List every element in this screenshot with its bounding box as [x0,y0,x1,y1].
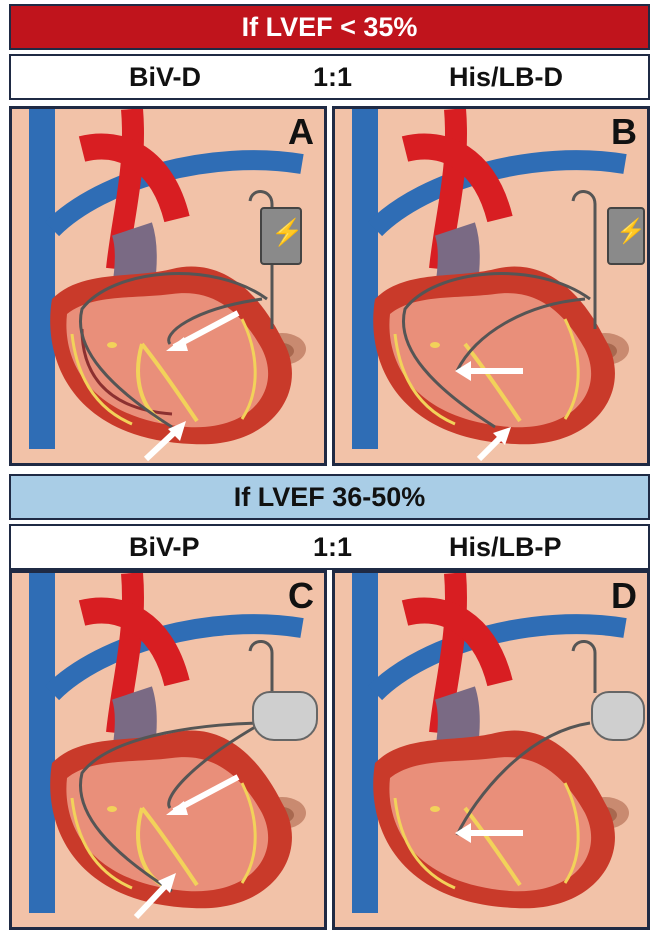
arrow-icon [475,425,515,463]
lvef-low-header: If LVEF < 35% [9,4,650,50]
his-lb-p-label: His/LB-P [449,532,562,563]
biv-d-label: BiV-D [129,62,201,93]
arrow-icon [453,359,525,383]
arrow-icon [162,309,242,355]
top-label-row: BiV-D 1:1 His/LB-D [9,54,650,100]
lightning-icon: ⚡ [271,217,303,248]
lvef-low-header-text: If LVEF < 35% [242,12,418,43]
lvef-mid-header: If LVEF 36-50% [9,474,650,520]
bottom-ratio-label: 1:1 [313,532,352,563]
heart-illustration-a [12,109,324,463]
pacemaker-icon [252,691,318,741]
panel-letter-a: A [288,111,314,153]
panel-b: ⚡ B [332,106,650,466]
arrow-icon [453,821,525,845]
lvef-mid-header-text: If LVEF 36-50% [234,482,426,513]
panel-d: D [332,570,650,930]
heart-illustration-d [335,573,647,927]
panel-letter-b: B [611,111,637,153]
arrow-icon [132,871,182,921]
top-ratio-label: 1:1 [313,62,352,93]
defibrillator-device: ⚡ [260,207,302,265]
panel-c: C [9,570,327,930]
bottom-label-row: BiV-P 1:1 His/LB-P [9,524,650,570]
biv-p-label: BiV-P [129,532,200,563]
his-lb-d-label: His/LB-D [449,62,563,93]
pacemaker-icon [591,691,645,741]
defibrillator-device: ⚡ [607,207,645,265]
panel-letter-c: C [288,575,314,617]
arrow-icon [142,419,192,463]
heart-illustration-b [335,109,647,463]
panel-letter-d: D [611,575,637,617]
arrow-icon [162,773,242,819]
panel-a: ⚡ A [9,106,327,466]
lightning-icon: ⚡ [616,217,646,246]
